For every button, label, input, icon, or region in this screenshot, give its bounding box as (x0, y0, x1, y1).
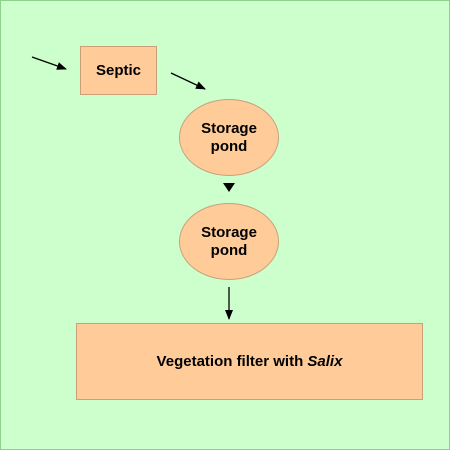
septic-label: Septic (95, 61, 141, 79)
storage-pond-2-line1: Storage (201, 223, 257, 241)
storage-pond-1: Storage pond (179, 99, 279, 176)
vegetation-filter-box: Vegetation filter with Salix (76, 323, 423, 400)
vegetation-filter-label-prefix: Vegetation filter with (156, 352, 308, 370)
storage-pond-1-line2: pond (210, 137, 248, 155)
septic-box: Septic (80, 46, 157, 95)
storage-pond-2: Storage pond (179, 203, 279, 280)
pond-to-pond-arrow (223, 183, 235, 192)
septic-to-pond-arrow (170, 72, 206, 90)
inflow-arrow (31, 56, 67, 70)
vegetation-filter-label: Vegetation filter with Salix (157, 353, 343, 371)
storage-pond-1-line1: Storage (201, 119, 257, 137)
vegetation-filter-label-italic: Salix (307, 352, 343, 370)
storage-pond-2-line2: pond (210, 241, 248, 259)
